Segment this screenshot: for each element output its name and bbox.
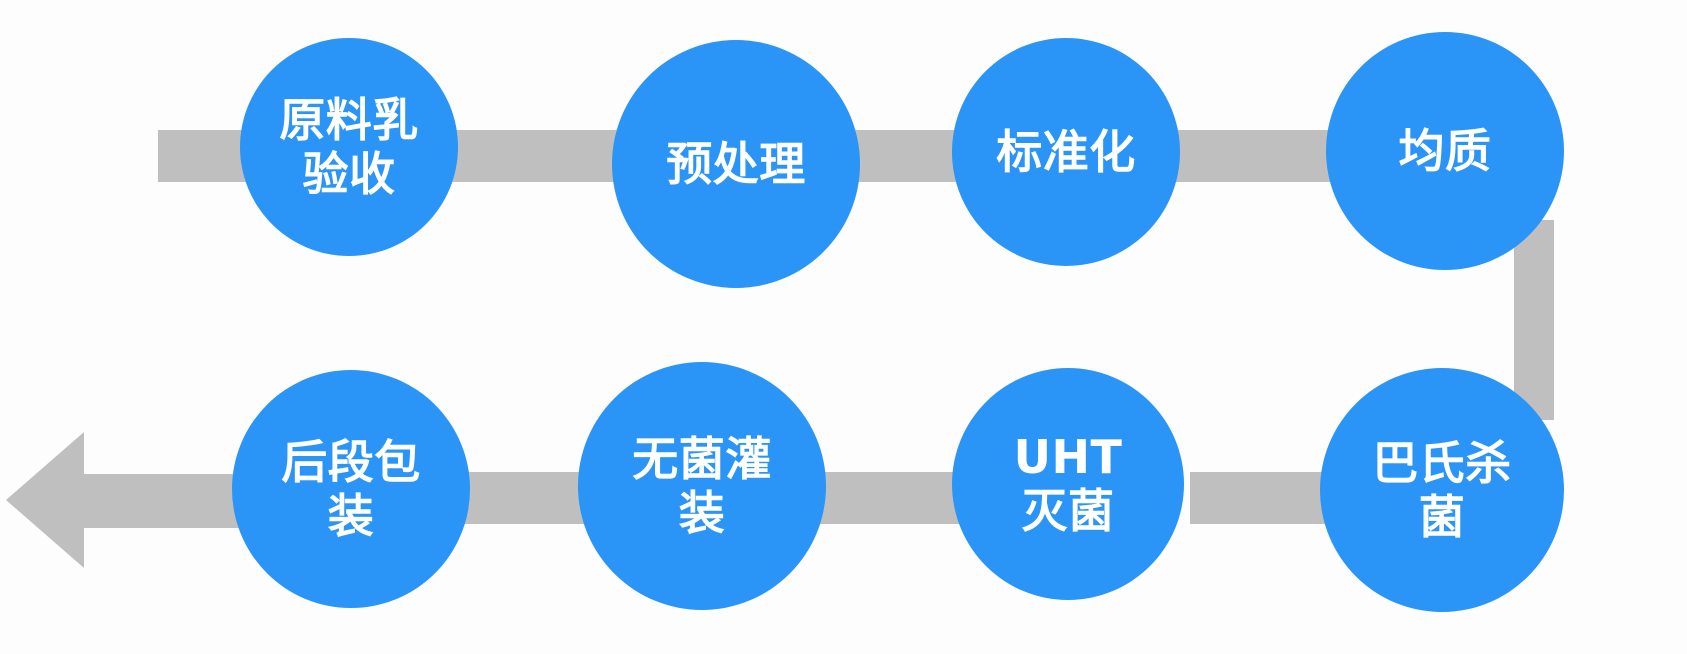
node-pretreatment[interactable]: 预处理 (612, 40, 860, 288)
connector-homogenization-to-pasteurization (1514, 220, 1554, 420)
node-homogenization[interactable]: 均质 (1326, 32, 1564, 270)
node-label: 巴氏杀 菌 (1372, 435, 1512, 544)
arrow-head-left-icon (6, 432, 84, 568)
node-label: 标准化 (996, 124, 1136, 179)
node-label: 原料乳 验收 (279, 92, 419, 201)
node-label: 无菌灌 装 (632, 431, 772, 540)
node-label: UHT 灭菌 (1013, 429, 1123, 538)
node-standardization[interactable]: 标准化 (952, 38, 1180, 266)
node-raw-milk-acceptance[interactable]: 原料乳 验收 (240, 38, 458, 256)
node-label: 预处理 (666, 136, 806, 191)
node-label: 均质 (1398, 123, 1492, 178)
node-aseptic-filling[interactable]: 无菌灌 装 (578, 362, 826, 610)
node-back-end-packaging[interactable]: 后段包 装 (232, 370, 470, 608)
node-pasteurization[interactable]: 巴氏杀 菌 (1320, 368, 1564, 612)
node-label: 后段包 装 (281, 434, 421, 543)
node-uht-sterilization[interactable]: UHT 灭菌 (952, 368, 1184, 600)
